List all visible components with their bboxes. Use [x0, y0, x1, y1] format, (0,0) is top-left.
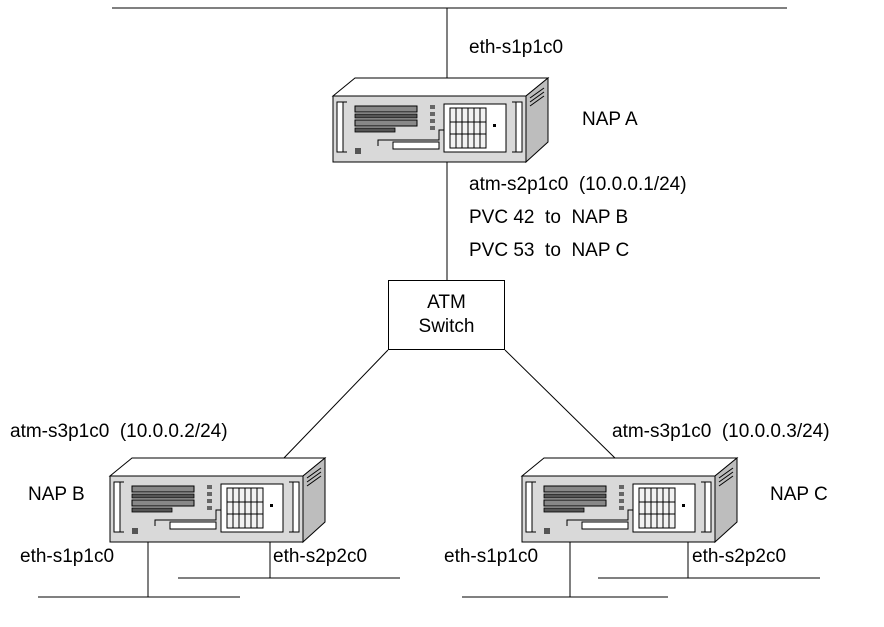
switch-nap-b-link — [281, 349, 389, 461]
nap-c-atm-interface-label: atm-s3p1c0 (10.0.0.3/24) — [612, 421, 830, 442]
nap-b-server-icon — [109, 457, 326, 543]
nap-b-atm-interface-label: atm-s3p1c0 (10.0.0.2/24) — [10, 421, 228, 442]
switch-nap-c-link — [504, 349, 618, 461]
atm-switch-box: ATM Switch — [388, 280, 505, 350]
atm-switch-label-line2: Switch — [418, 316, 475, 337]
nap-b-eth1-label: eth-s1p1c0 — [20, 546, 115, 567]
nap-a-pvc-label-2: PVC 53 to NAP C — [469, 240, 630, 261]
nap-c-server-icon — [521, 457, 738, 543]
nap-c-eth2-label: eth-s2p2c0 — [692, 546, 787, 567]
nap-a-uplink-interface-label: eth-s1p1c0 — [469, 37, 564, 58]
nap-a-pvc-label-1: PVC 42 to NAP B — [469, 207, 629, 228]
nap-c-name-label: NAP C — [770, 484, 828, 505]
nap-b-name-label: NAP B — [28, 484, 85, 505]
nap-c-eth1-label: eth-s1p1c0 — [444, 546, 539, 567]
nap-a-server-icon — [332, 77, 549, 163]
nap-b-eth2-label: eth-s2p2c0 — [273, 546, 368, 567]
nap-a-atm-interface-label: atm-s2p1c0 (10.0.0.1/24) — [469, 174, 687, 195]
atm-switch-label-line1: ATM — [427, 292, 466, 313]
nap-a-name-label: NAP A — [582, 109, 638, 130]
